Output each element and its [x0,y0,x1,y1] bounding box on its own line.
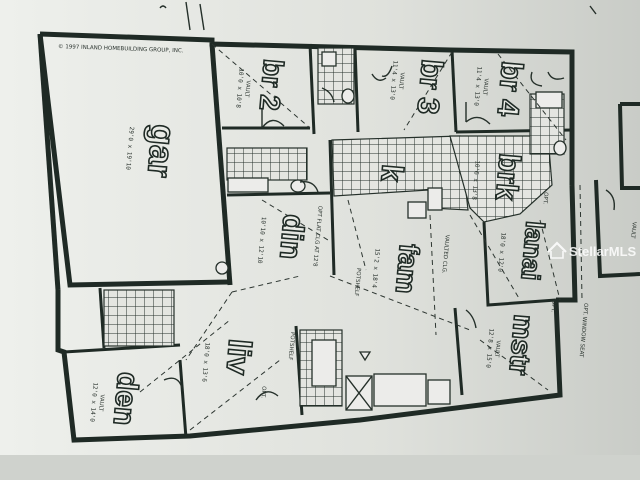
room-br4-info: 11'4 x 13'0 VAULT [472,66,489,107]
vaulted-clg-text: VAULTED CLG. [440,234,449,274]
room-gar: gar 29'0 x 19'10 [124,122,183,180]
room-br4: br 4 [490,59,529,119]
room-label-k: k [374,163,408,183]
adjacent-plan-fragment [594,102,640,279]
room-dim-br3: 11'4 x 13'0 [388,60,398,101]
opt-text-brk: OPT. [541,192,548,205]
stellarmls-watermark: StellarMLS [547,241,637,259]
opt-note-brk: OPT. [541,192,548,205]
room-label-lanai: lanai [515,220,550,282]
house-roof-icon [547,241,567,259]
room-dim-br2: 10'0 x 10'8 [234,68,244,109]
room-label-mstr: mstr [503,313,539,376]
room-label-din: din [273,213,310,261]
room-liv-info: 18'0 x 13'6 [200,342,210,383]
potshelf-note-fam: POTSHELF [353,268,361,297]
potshelf-text-liv: POTSHELF [287,332,295,361]
paper-bottom-shadow [0,455,640,480]
room-note-mstr: VAULT [493,340,501,358]
room-k: k [373,162,409,183]
watermark-text: StellarMLS [569,244,637,259]
room-mstr: mstr [503,312,541,377]
room-den-info: 12'0 x 14'0 VAULT [88,382,105,423]
room-label-br4: br 4 [491,60,529,118]
room-note-br3: VAULT [397,72,405,90]
exterior-walls [37,31,578,443]
room-fam: fam [389,242,426,296]
door-swings [163,65,565,401]
room-br3: br 3 [410,57,449,116]
opt-note-liv: OPT. [259,386,266,399]
opt-window-seat-text: OPT. WINDOW SEAT [578,303,589,358]
room-brk-info: 10'6 x 13'8 [470,160,480,201]
room-lanai: lanai [515,219,552,282]
ceiling-lines [139,43,583,431]
fixtures [215,51,567,411]
room-br2: br 2 [253,57,290,112]
potshelf-text-fam: POTSHELF [353,268,361,297]
room-label-den: den [107,371,145,427]
room-den: den [106,370,145,428]
room-dim-den: 12'0 x 14'0 [88,382,98,423]
room-label-gar: gar [140,123,182,179]
room-lanai-info: 18'0 x 12'0 [496,232,506,273]
vault-note-fragment: VAULT [629,221,637,239]
opt-text-mstr: OPT. [549,300,556,313]
room-brk: brk [488,151,527,202]
room-label-br3: br 3 [411,58,449,116]
room-br2-info: 10'0 x 10'8 VAULT [234,68,251,109]
room-label-br2: br 2 [254,58,289,112]
room-fam-info: 15'2 x 18'4 [370,248,380,289]
room-dim-gar: 29'0 x 19'10 [124,126,135,170]
room-note-den: VAULT [97,394,105,412]
opt-text-liv: OPT. [259,386,266,399]
room-dim-brk: 10'6 x 13'8 [470,160,480,201]
room-label-fam: fam [390,243,425,295]
potshelf-note-liv: POTSHELF [287,332,295,361]
vault-text-fragment: VAULT [629,221,637,239]
interior-walls [63,43,573,439]
room-mstr-info: 12'8 x 15'0 VAULT [484,328,501,369]
room-label-liv: liv [219,338,258,377]
room-dim-din: 10'10 x 12'10 [256,216,267,264]
opt-flat-clg-text: OPT FLAT CLG AT 12'8 [311,205,322,267]
room-dim-liv: 18'0 x 13'6 [200,342,210,383]
room-dim-br4: 11'4 x 13'0 [472,66,482,107]
room-dim-lanai: 18'0 x 12'0 [496,232,506,273]
opt-flat-clg-note: OPT FLAT CLG AT 12'8 [311,205,322,267]
opt-window-seat-note: OPT. WINDOW SEAT [578,303,589,358]
room-br3-info: 11'4 x 13'0 VAULT [388,60,405,101]
room-dim-mstr: 12'8 x 15'0 [484,328,494,369]
room-din: din [272,212,310,261]
copyright-text: © 1997 INLAND HOMEBUILDING GROUP, INC. [58,43,184,54]
room-note-br4: VAULT [481,78,489,96]
room-dim-fam: 15'2 x 18'4 [370,248,380,289]
room-liv: liv [219,337,260,377]
room-din-info: 10'10 x 12'10 [256,216,267,264]
room-label-brk: brk [489,152,526,202]
room-note-br2: VAULT [243,80,251,98]
pencil-marks [159,1,597,31]
opt-note-mstr: OPT. [549,300,556,313]
vaulted-clg-note: VAULTED CLG. [440,234,449,274]
